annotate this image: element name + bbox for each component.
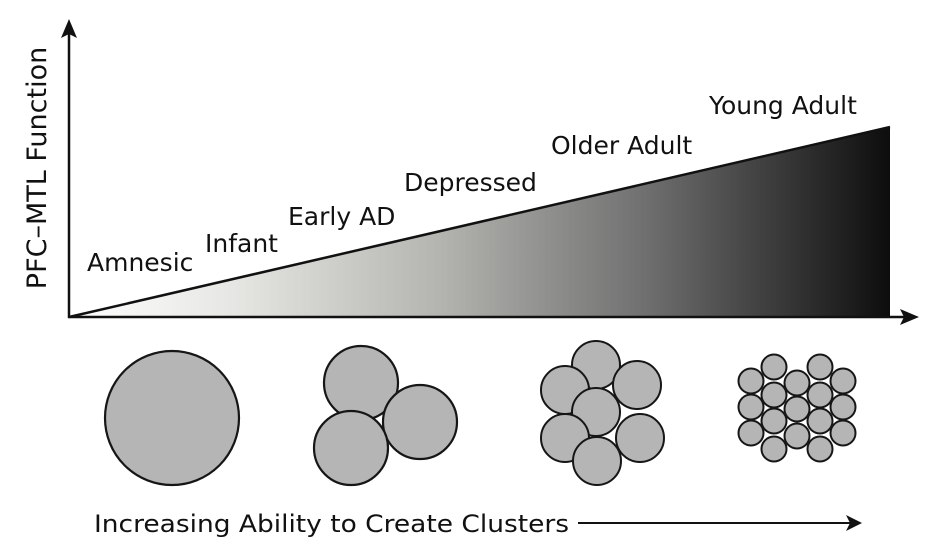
caption-arrowhead (846, 515, 862, 531)
cluster-circle (760, 381, 788, 409)
cluster-circle (737, 419, 765, 447)
cluster-circle (806, 435, 834, 463)
cluster-one-large-circle (103, 349, 241, 487)
cluster-circle (806, 353, 834, 381)
cluster-circle (829, 367, 857, 395)
cluster-circle (612, 360, 662, 410)
cluster-circle (737, 367, 765, 395)
group-label-depressed: Depressed (404, 168, 537, 197)
bottom-caption: Increasing Ability to Create Clusters (94, 510, 569, 538)
y-axis-arrowhead (61, 19, 77, 38)
group-label-amnesic: Amnesic (87, 248, 193, 277)
ramp-edge (68, 125, 891, 319)
cluster-circle (783, 422, 811, 450)
cluster-circle (760, 353, 788, 381)
cluster-circle (829, 419, 857, 447)
cluster-circle (572, 436, 622, 486)
cluster-circle (806, 381, 834, 409)
cluster-circle (103, 349, 241, 487)
cluster-circle (760, 407, 788, 435)
group-label-older-adult: Older Adult (551, 131, 692, 160)
cluster-circle (312, 409, 390, 487)
cluster-seven-circles (540, 340, 665, 486)
cluster-illustrations (103, 340, 857, 487)
group-label-infant: Infant (205, 229, 278, 258)
cluster-circle (381, 383, 459, 461)
y-axis-label: PFC–MTL Function (22, 47, 53, 289)
cluster-three-circles (312, 344, 459, 487)
cluster-circle (783, 369, 811, 397)
group-label-early-ad: Early AD (288, 202, 395, 231)
cluster-circle (615, 413, 665, 463)
cluster-circle (783, 395, 811, 423)
x-axis-arrowhead (900, 309, 919, 325)
group-label-young-adult: Young Adult (708, 91, 857, 120)
cluster-circle (760, 435, 788, 463)
cluster-circle (737, 393, 765, 421)
cluster-circle (806, 407, 834, 435)
cluster-nineteen-small-circles (737, 353, 857, 463)
cluster-circle (829, 393, 857, 421)
